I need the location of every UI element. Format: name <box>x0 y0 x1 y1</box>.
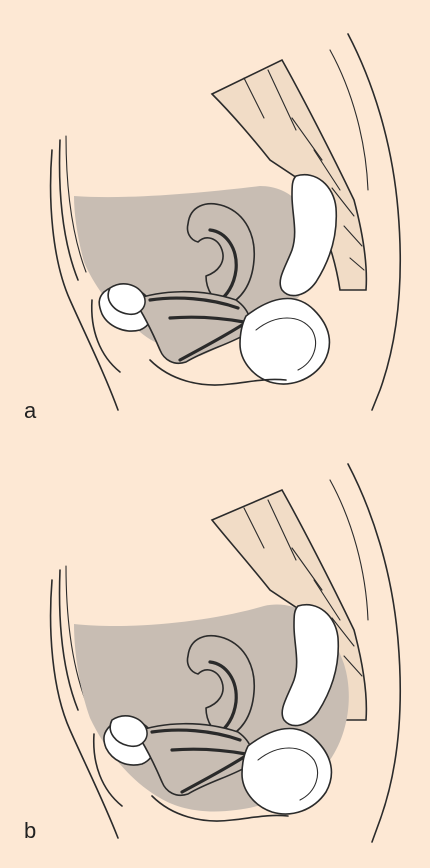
pelvis-diagram-a <box>0 0 430 434</box>
panel-label-b: b <box>24 820 36 842</box>
pelvis-diagram-b <box>0 434 430 868</box>
panel-label-a: a <box>24 400 36 422</box>
